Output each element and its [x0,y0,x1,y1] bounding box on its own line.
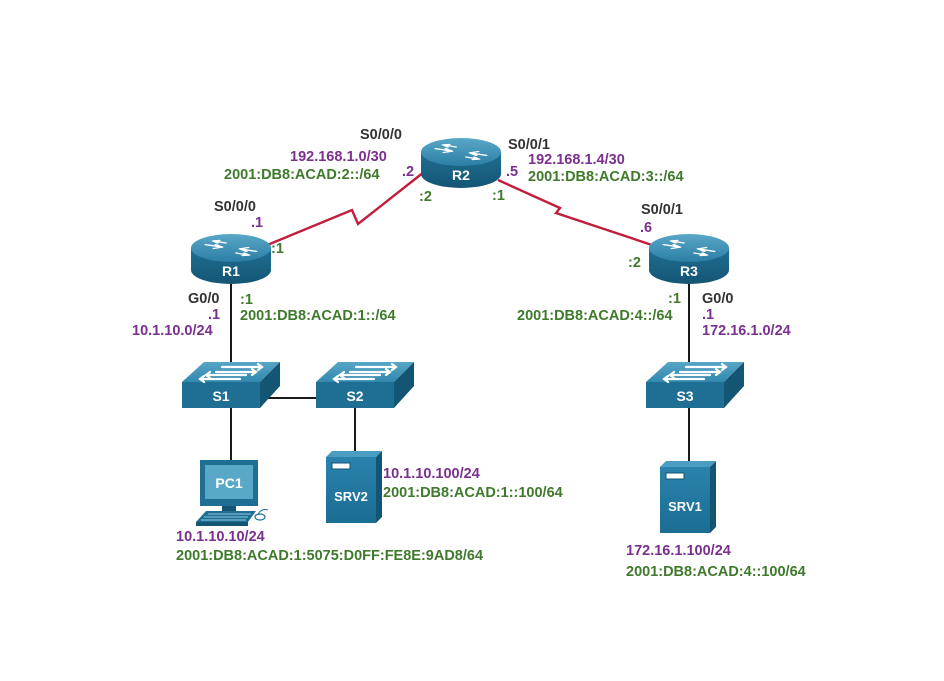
switch-arrows-icon [332,362,398,384]
srv2-ipv6-address: 2001:DB8:ACAD:1::100/64 [383,485,563,501]
r1-s000-ipv4-host: .1 [251,215,263,231]
server-srv2[interactable]: SRV2 [326,451,382,523]
mouse-icon [254,513,266,521]
server-srv1-label: SRV1 [668,499,702,514]
router-r1-label: R1 [222,263,240,279]
r2-s000-ipv6-host: :2 [419,189,432,205]
r3-s001-ipv4-host: .6 [640,220,652,236]
serial-link-r2-r3 [497,178,656,248]
lan1-ipv6-network: 2001:DB8:ACAD:1::/64 [240,308,396,324]
drive-bay-icon [665,472,685,480]
lan3-ipv6-network: 2001:DB8:ACAD:4::/64 [517,308,673,324]
switch-s1[interactable]: S1 [182,362,280,408]
r3-g00-ipv6-host: :1 [668,291,681,307]
wan2-ipv4-network: 192.168.1.4/30 [528,152,625,168]
serial-link-r1-r2 [259,171,425,250]
pc-pc1[interactable]: PC1 [196,460,269,526]
r3-g00-ipv4-host: .1 [702,307,714,323]
srv1-ipv4-address: 172.16.1.100/24 [626,543,731,559]
srv1-ipv6-address: 2001:DB8:ACAD:4::100/64 [626,564,806,580]
lan1-ipv4-network: 10.1.10.0/24 [132,323,213,339]
r3-g00-interface: G0/0 [702,291,733,307]
r2-s000-interface: S0/0/0 [360,127,402,143]
pc-pc1-label: PC1 [215,475,242,491]
lan3-ipv4-network: 172.16.1.0/24 [702,323,791,339]
wan1-ipv6-network: 2001:DB8:ACAD:2::/64 [224,167,380,183]
r1-g00-interface: G0/0 [188,291,219,307]
server-srv2-label: SRV2 [334,489,368,504]
r2-s001-ipv4-host: .5 [506,164,518,180]
switch-s1-label: S1 [212,388,229,404]
r1-g00-ipv4-host: .1 [208,307,220,323]
r1-g00-ipv6-host: :1 [240,292,253,308]
srv2-ipv4-address: 10.1.10.100/24 [383,466,480,482]
r1-s000-ipv6-host: :1 [271,241,284,257]
drive-bay-icon [331,462,351,470]
switch-s3-label: S3 [676,388,693,404]
pc1-ipv4-address: 10.1.10.10/24 [176,529,265,545]
server-srv1[interactable]: SRV1 [660,461,716,533]
router-r2-label: R2 [452,167,470,183]
r3-s001-interface: S0/0/1 [641,202,683,218]
router-r2[interactable]: R2 [421,138,501,188]
wan1-ipv4-network: 192.168.1.0/30 [290,149,387,165]
r1-s000-interface: S0/0/0 [214,199,256,215]
switch-arrows-icon [198,362,264,384]
r3-s001-ipv6-host: :2 [628,255,641,271]
r2-s000-ipv4-host: .2 [402,164,414,180]
r2-s001-ipv6-host: :1 [492,188,505,204]
r2-s001-interface: S0/0/1 [508,137,550,153]
switch-s2-label: S2 [346,388,363,404]
router-r3[interactable]: R3 [649,234,729,284]
switch-s3[interactable]: S3 [646,362,744,408]
router-r1[interactable]: R1 [191,234,271,284]
wan2-ipv6-network: 2001:DB8:ACAD:3::/64 [528,169,684,185]
keyboard-keys-icon [201,513,251,521]
pc1-ipv6-address: 2001:DB8:ACAD:1:5075:D0FF:FE8E:9AD8/64 [176,548,483,564]
router-r3-label: R3 [680,263,698,279]
switch-arrows-icon [662,362,728,384]
switch-s2[interactable]: S2 [316,362,414,408]
